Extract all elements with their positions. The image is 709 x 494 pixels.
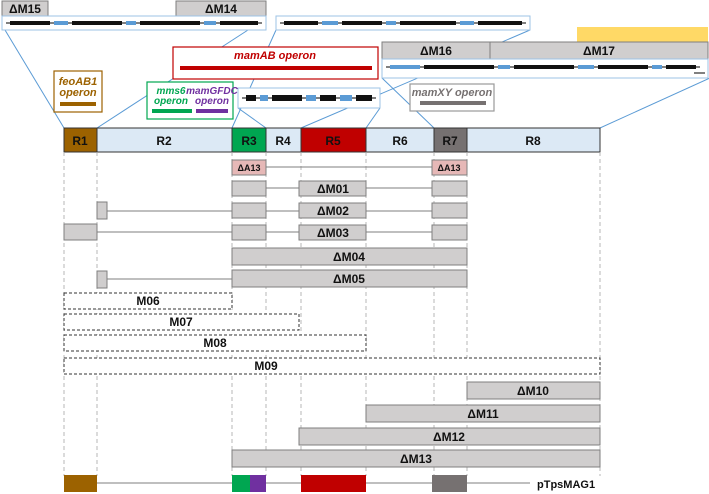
region-r7-label: R7 <box>442 134 458 148</box>
feoab1-operon-arrow <box>60 102 96 106</box>
region-r2 <box>96 127 233 153</box>
dm14-label: ΔM14 <box>205 2 237 16</box>
mms6-operon-arrow <box>152 109 192 113</box>
deletion-m05-label: ΔM05 <box>333 272 365 286</box>
deletion-m02-part <box>96 201 108 220</box>
mamab-operon-box <box>172 46 379 80</box>
region-r6-label: R6 <box>392 134 408 148</box>
plasmid-label: pTpsMAG1 <box>537 479 595 491</box>
region-m07 <box>63 313 300 331</box>
mamxy-operon-label: mamXY operon <box>412 87 493 99</box>
gene-arrows-middle <box>280 21 526 25</box>
deletion-m02-part <box>231 202 267 219</box>
region-m07-label: M07 <box>169 315 193 329</box>
region-r3 <box>231 127 267 153</box>
deletion-m01-part <box>231 180 267 197</box>
deletion-a13-left <box>231 159 267 176</box>
deletion-m03-part <box>63 223 98 241</box>
deletion-a13-left-label: ΔA13 <box>238 163 261 173</box>
plasmid-r5-segment <box>301 475 366 492</box>
plasmid-r1-segment <box>64 475 97 492</box>
region-m08 <box>63 334 367 352</box>
deletion-rows: ΔA13 ΔA13 ΔM01 ΔM02 ΔM03 ΔM04 ΔM05 M <box>63 159 601 468</box>
deletion-m13 <box>231 449 601 468</box>
region-m09 <box>63 357 601 375</box>
deletion-m11 <box>365 404 601 423</box>
deletion-m10-label: ΔM10 <box>517 384 549 398</box>
deletion-a13-right-label: ΔA13 <box>438 163 461 173</box>
deletion-m03-part <box>231 224 267 241</box>
region-r8-label: R8 <box>525 134 541 148</box>
deletion-a13-right <box>431 159 468 176</box>
gene-arrows-right <box>386 65 705 74</box>
deletion-m02-part <box>431 202 468 219</box>
deletion-m03-label: ΔM03 <box>317 226 349 240</box>
region-m09-label: M09 <box>254 359 278 373</box>
deletion-m05-part <box>96 270 108 289</box>
plasmid-r7-segment <box>432 475 467 492</box>
deletion-m04 <box>231 247 468 266</box>
region-r8 <box>466 127 601 153</box>
region-r3-label: R3 <box>241 134 257 148</box>
mamab-operon-arrow <box>180 66 372 70</box>
region-r5 <box>300 127 367 153</box>
region-r1 <box>63 127 98 153</box>
mamxy-operon-arrow <box>420 101 486 105</box>
deletion-m13-label: ΔM13 <box>400 452 432 466</box>
dm17-label: ΔM17 <box>583 44 615 58</box>
plasmid-mms6-segment <box>232 475 250 492</box>
deletion-m03-part <box>298 224 367 241</box>
region-m08-label: M08 <box>203 336 227 350</box>
deletion-m12-label: ΔM12 <box>433 430 465 444</box>
gene-arrows-left <box>6 21 262 25</box>
region-r1-label: R1 <box>72 134 88 148</box>
region-m06-label: M06 <box>136 294 160 308</box>
deletion-m05 <box>231 269 468 288</box>
region-m06 <box>63 292 233 310</box>
deletion-m12 <box>298 427 601 446</box>
region-r7 <box>433 127 468 153</box>
deletion-m03-part <box>431 224 468 241</box>
dm16-label: ΔM16 <box>420 44 452 58</box>
deletion-m10 <box>466 381 601 400</box>
mamab-operon-label: mamAB operon <box>234 50 316 62</box>
region-r5-label: R5 <box>325 134 341 148</box>
region-r6 <box>365 127 435 153</box>
deletion-m01-part <box>431 180 468 197</box>
mamgfdc-operon-arrow <box>196 109 228 113</box>
yellow-accent-box <box>577 27 708 42</box>
plasmid-row: pTpsMAG1 <box>64 475 595 492</box>
region-r4 <box>265 127 302 153</box>
plasmid-mamgfdc-segment <box>250 475 266 492</box>
deletion-m01-label: ΔM01 <box>317 182 349 196</box>
gene-arrows-mid <box>242 95 376 101</box>
deletion-m01-part <box>298 180 367 197</box>
region-r2-label: R2 <box>156 134 172 148</box>
deletion-m04-label: ΔM04 <box>333 250 365 264</box>
mamxy-operon-box <box>409 83 495 112</box>
region-bar: R1 R2 R3 R4 R5 R6 R7 R8 <box>63 127 601 153</box>
deletion-m02-part <box>298 202 367 219</box>
dm15-label: ΔM15 <box>9 2 41 16</box>
region-r4-label: R4 <box>275 134 291 148</box>
deletion-m11-label: ΔM11 <box>467 407 499 421</box>
deletion-m02-label: ΔM02 <box>317 204 349 218</box>
